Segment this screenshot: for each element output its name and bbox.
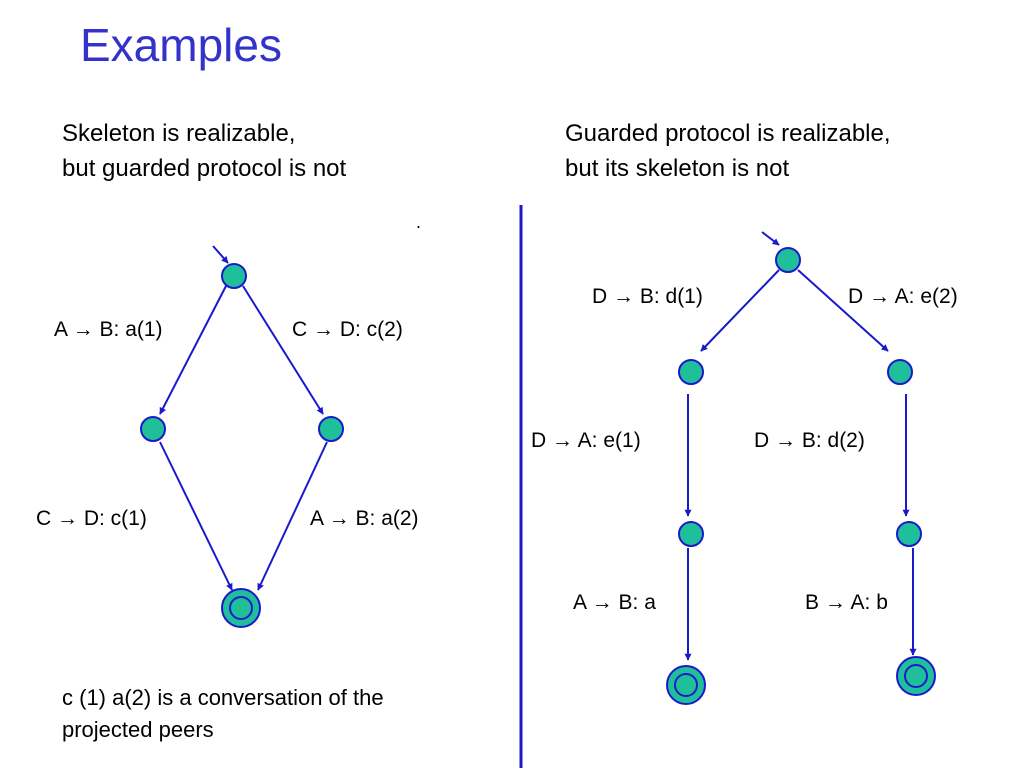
right-caption-line2: but its skeleton is not xyxy=(565,155,790,182)
right-edge-d1 xyxy=(700,269,780,352)
right-edge-label-d1: D → B: d(1) xyxy=(592,285,703,308)
note-line2: projected peers xyxy=(62,717,214,742)
left-diagram-edges xyxy=(159,245,328,591)
left-node-left xyxy=(140,416,166,442)
right-node-right xyxy=(887,359,913,385)
left-edge-a2 xyxy=(257,441,328,591)
right-edge-label-e1: D → A: e(1) xyxy=(531,429,641,452)
right-node-final-right-inner xyxy=(904,664,928,688)
right-node-start xyxy=(775,247,801,273)
right-start-arrow xyxy=(761,231,780,246)
right-edge-label-e2: D → A: e(2) xyxy=(848,285,958,308)
right-edge-label-a: A → B: a xyxy=(573,591,656,614)
left-edge-label-a2: A → B: a(2) xyxy=(310,507,419,530)
left-caption: Skeleton is realizable, but guarded prot… xyxy=(62,116,346,186)
right-diagram-edges xyxy=(684,231,917,661)
slide-title: Examples xyxy=(80,19,282,71)
right-edge-label-d2: D → B: d(2) xyxy=(754,429,865,452)
note-line1: c (1) a(2) is a conversation of the xyxy=(62,685,384,710)
left-edge-label-c1: C → D: c(1) xyxy=(36,507,147,530)
right-node-final-left-inner xyxy=(674,673,698,697)
left-edge-c1 xyxy=(159,441,233,591)
right-caption-line1: Guarded protocol is realizable, xyxy=(565,120,891,147)
left-edge-label-a1: A → B: a(1) xyxy=(54,318,163,341)
left-node-final-inner xyxy=(229,596,253,620)
right-node-left xyxy=(678,359,704,385)
stray-mark: . xyxy=(416,212,422,232)
left-edge-a1 xyxy=(159,285,227,415)
left-diagram-nodes xyxy=(140,263,344,628)
left-edge-c2 xyxy=(242,285,324,415)
right-node-left-mid xyxy=(678,521,704,547)
left-edge-label-c2: C → D: c(2) xyxy=(292,318,403,341)
left-start-arrow xyxy=(212,245,229,264)
left-node-right xyxy=(318,416,344,442)
right-edge-e2 xyxy=(797,269,889,352)
right-edge-label-b: B → A: b xyxy=(805,591,888,614)
right-diagram-nodes xyxy=(666,247,936,705)
conversation-note: c (1) a(2) is a conversation of the proj… xyxy=(62,682,384,746)
left-caption-line2: but guarded protocol is not xyxy=(62,155,347,182)
left-node-start xyxy=(221,263,247,289)
right-node-right-mid xyxy=(896,521,922,547)
right-caption: Guarded protocol is realizable, but its … xyxy=(565,116,891,186)
left-caption-line1: Skeleton is realizable, xyxy=(62,120,296,147)
